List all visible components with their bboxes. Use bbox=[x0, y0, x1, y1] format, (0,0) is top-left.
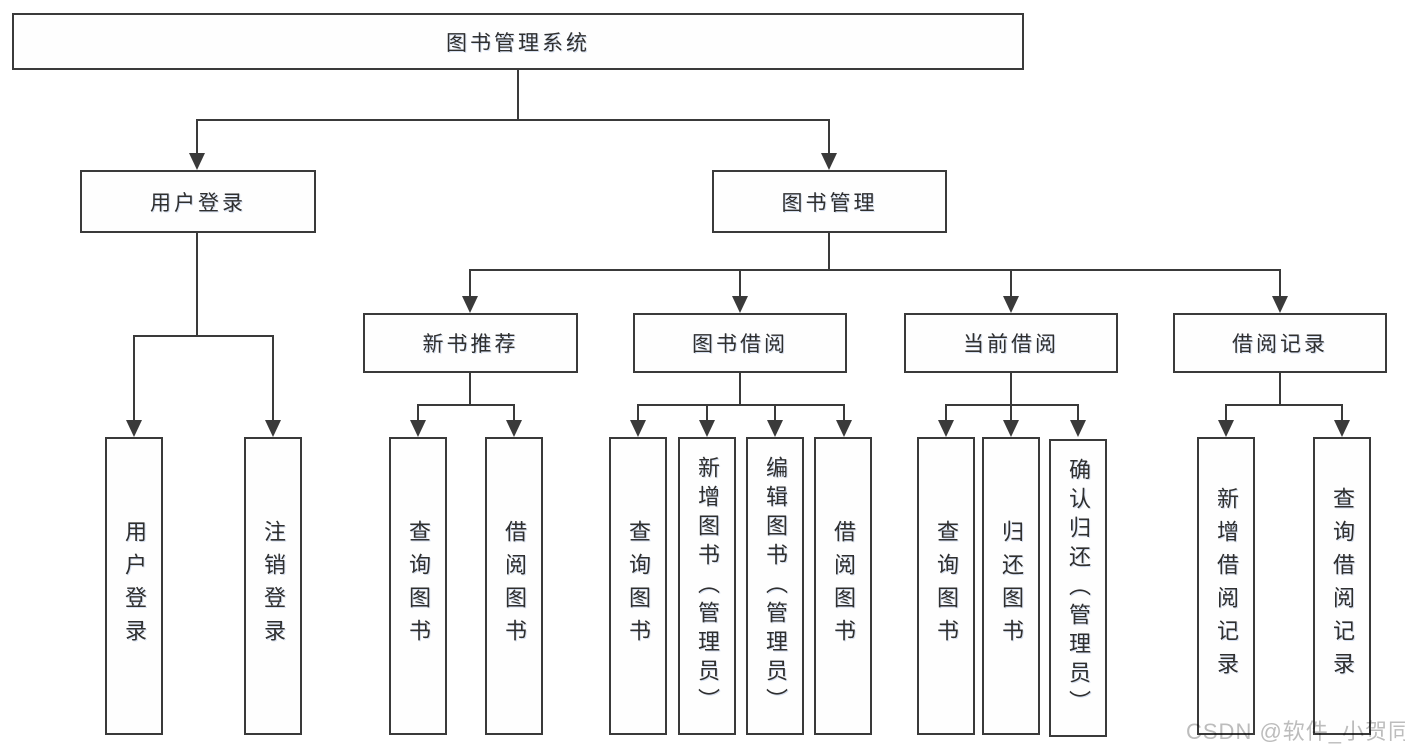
connector bbox=[133, 335, 135, 421]
connector bbox=[739, 269, 741, 300]
connector bbox=[945, 404, 1079, 406]
connector bbox=[1010, 269, 1012, 300]
leaf-borrow-books: 借阅图书 bbox=[814, 437, 872, 735]
node-label: 用户登录 bbox=[150, 191, 246, 215]
connector bbox=[739, 373, 741, 406]
connector bbox=[637, 404, 845, 406]
arrowhead bbox=[1003, 296, 1019, 313]
node-label: 借阅记录 bbox=[1232, 333, 1328, 356]
connector bbox=[1225, 404, 1227, 421]
leaf-user-login: 用户登录 bbox=[105, 437, 163, 735]
leaf-label: 新增图书（管理员） bbox=[695, 455, 720, 717]
leaf-label: 借阅图书 bbox=[502, 520, 527, 652]
node-label: 新书推荐 bbox=[422, 333, 519, 356]
connector bbox=[945, 404, 947, 421]
node-label: 图书管理系统 bbox=[446, 31, 590, 55]
connector bbox=[469, 373, 471, 406]
connector bbox=[469, 269, 471, 300]
leaf-label: 查询图书 bbox=[934, 520, 959, 652]
node-new-book-recommend: 新书推荐 bbox=[363, 313, 578, 373]
arrowhead bbox=[126, 420, 142, 437]
leaf-label: 查询图书 bbox=[626, 520, 651, 652]
connector bbox=[1279, 373, 1281, 406]
node-root-system: 图书管理系统 bbox=[12, 13, 1024, 70]
leaf-add-books-admin: 新增图书（管理员） bbox=[678, 437, 736, 735]
arrowhead bbox=[189, 153, 205, 170]
leaf-query-borrow-record: 查询借阅记录 bbox=[1313, 437, 1371, 735]
leaf-label: 用户登录 bbox=[122, 520, 147, 652]
connector bbox=[637, 404, 639, 421]
leaf-label: 归还图书 bbox=[999, 520, 1024, 652]
leaf-label: 编辑图书（管理员） bbox=[763, 455, 788, 717]
leaf-borrow-books-recommend: 借阅图书 bbox=[485, 437, 543, 735]
arrowhead bbox=[630, 420, 646, 437]
connector bbox=[272, 335, 274, 421]
leaf-label: 查询借阅记录 bbox=[1330, 487, 1355, 685]
connector bbox=[133, 335, 274, 337]
node-user-login: 用户登录 bbox=[80, 170, 316, 233]
leaf-label: 查询图书 bbox=[406, 520, 431, 652]
connector bbox=[469, 269, 1281, 271]
leaf-label: 新增借阅记录 bbox=[1214, 487, 1239, 685]
arrowhead bbox=[1003, 420, 1019, 437]
node-borrow-record: 借阅记录 bbox=[1173, 313, 1387, 373]
connector bbox=[417, 404, 515, 406]
leaf-logout: 注销登录 bbox=[244, 437, 302, 735]
node-book-borrow: 图书借阅 bbox=[633, 313, 847, 373]
connector bbox=[1225, 404, 1343, 406]
connector bbox=[517, 69, 519, 121]
arrowhead bbox=[1334, 420, 1350, 437]
arrowhead bbox=[1272, 296, 1288, 313]
connector bbox=[513, 404, 515, 421]
connector bbox=[196, 233, 198, 337]
connector bbox=[1341, 404, 1343, 421]
connector bbox=[1010, 404, 1012, 421]
arrowhead bbox=[1070, 420, 1086, 437]
arrowhead bbox=[462, 296, 478, 313]
connector bbox=[828, 119, 830, 156]
node-current-borrow: 当前借阅 bbox=[904, 313, 1118, 373]
arrowhead bbox=[938, 420, 954, 437]
leaf-query-books-borrow: 查询图书 bbox=[609, 437, 667, 735]
connector bbox=[706, 404, 708, 421]
arrowhead bbox=[265, 420, 281, 437]
arrowhead bbox=[699, 420, 715, 437]
connector bbox=[1279, 269, 1281, 300]
arrowhead bbox=[821, 153, 837, 170]
csdn-watermark: CSDN @软件_小贺同学 bbox=[1186, 719, 1405, 744]
leaf-return-books: 归还图书 bbox=[982, 437, 1040, 735]
node-label: 图书管理 bbox=[781, 191, 878, 215]
leaf-query-books-recommend: 查询图书 bbox=[389, 437, 447, 735]
arrowhead bbox=[410, 420, 426, 437]
arrowhead bbox=[1218, 420, 1234, 437]
leaf-edit-books-admin: 编辑图书（管理员） bbox=[746, 437, 804, 735]
arrowhead bbox=[732, 296, 748, 313]
connector bbox=[828, 233, 830, 271]
connector bbox=[774, 404, 776, 421]
node-label: 图书借阅 bbox=[692, 333, 788, 356]
leaf-label: 确认归还（管理员） bbox=[1066, 457, 1091, 719]
leaf-confirm-return-admin: 确认归还（管理员） bbox=[1049, 439, 1107, 737]
leaf-label: 借阅图书 bbox=[831, 520, 856, 652]
connector bbox=[417, 404, 419, 421]
node-label: 当前借阅 bbox=[963, 333, 1059, 356]
connector bbox=[196, 119, 830, 121]
connector bbox=[843, 404, 845, 421]
leaf-label: 注销登录 bbox=[261, 520, 286, 652]
connector bbox=[1077, 404, 1079, 421]
arrowhead bbox=[836, 420, 852, 437]
leaf-add-borrow-record: 新增借阅记录 bbox=[1197, 437, 1255, 735]
arrowhead bbox=[506, 420, 522, 437]
connector bbox=[1010, 373, 1012, 406]
arrowhead bbox=[767, 420, 783, 437]
connector bbox=[196, 119, 198, 156]
node-book-management: 图书管理 bbox=[712, 170, 947, 233]
leaf-query-books-current: 查询图书 bbox=[917, 437, 975, 735]
